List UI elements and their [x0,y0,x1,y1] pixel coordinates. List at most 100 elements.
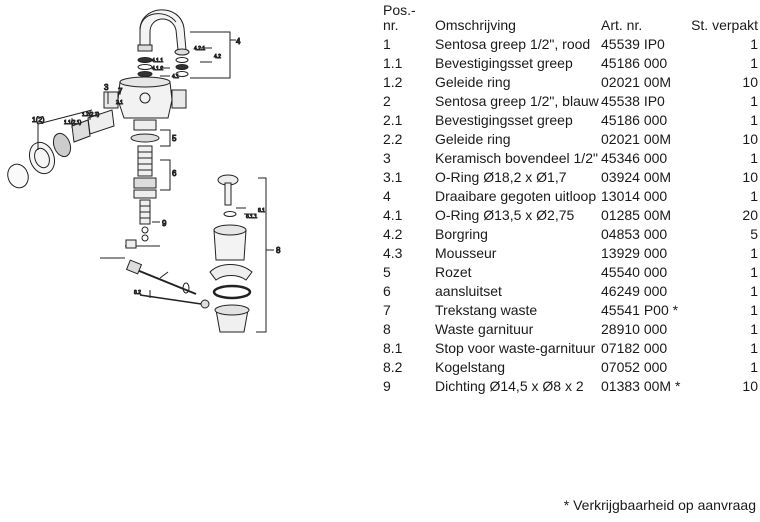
cell-quantity: 1 [750,359,758,375]
cell-article-number: 45539 IP0 [601,36,665,52]
cell-article-number: 02021 00M [601,74,672,90]
cell-pos: 3.1 [383,169,403,185]
cell-quantity: 1 [750,93,758,109]
label-7: 7 [118,87,123,96]
cell-article-number: 04853 000 [601,226,668,242]
table-header-row: Pos.- nr. Omschrijving Art. nr. St. verp… [383,0,758,35]
label-1-1-2-1: 1.1(2.1) [64,120,82,126]
table-row: 4.1 O-Ring Ø13,5 x Ø2,75 01285 00M 20 [383,206,758,225]
label-3: 3 [104,83,109,92]
cell-article-number: 13929 000 [601,245,668,261]
label-6: 6 [172,169,177,178]
cell-description: Sentosa greep 1/2", blauw [435,93,599,109]
cell-article-number: 45538 IP0 [601,93,665,109]
cell-quantity: 10 [742,169,758,185]
cell-description: Dichting Ø14,5 x Ø8 x 2 [435,378,584,394]
cell-article-number: 28910 000 [601,321,668,337]
cell-pos: 4.3 [383,245,403,261]
cell-description: Geleide ring [435,131,511,147]
ball-rod-part [139,282,210,309]
cell-pos: 5 [383,264,391,280]
cell-quantity: 1 [750,55,758,71]
header-description: Omschrijving [435,17,516,33]
cell-quantity: 1 [750,321,758,337]
label-4-1: 4.1 [172,74,179,80]
label-4-2-1: 4.2.1 [194,46,205,52]
cell-article-number: 13014 000 [601,188,668,204]
cell-quantity: 1 [750,302,758,318]
table-row: 1 Sentosa greep 1/2", rood 45539 IP0 1 [383,35,758,54]
label-5: 5 [172,134,177,143]
label-9: 9 [162,219,167,228]
cell-article-number: 45186 000 [601,112,668,128]
cell-pos: 4.2 [383,226,403,242]
cell-description: Stop voor waste-garnituur [435,340,596,356]
cell-description: Kogelstang [435,359,506,375]
table-row: 4.3 Mousseur 13929 000 1 [383,244,758,263]
cell-quantity: 10 [742,378,758,394]
cell-pos: 4.1 [383,207,403,223]
parts-list: Pos.- nr. Omschrijving Art. nr. St. verp… [383,0,758,396]
cell-article-number: 45540 000 [601,264,668,280]
label-8-1: 8.1 [258,208,265,214]
cell-quantity: 1 [750,150,758,166]
cell-pos: 8 [383,321,391,337]
cell-quantity: 1 [750,283,758,299]
cell-article-number: 45346 000 [601,150,668,166]
cell-description: Trekstang waste [435,302,538,318]
cell-pos: 2 [383,93,391,109]
cell-article-number: 03924 00M [601,169,672,185]
cell-pos: 8.1 [383,340,403,356]
cell-quantity: 1 [750,36,758,52]
cell-article-number: 02021 00M [601,131,672,147]
cell-article-number: 01285 00M [601,207,672,223]
cell-description: Mousseur [435,245,497,261]
label-1-2: 1(2) [32,117,44,124]
cell-pos: 1.1 [383,55,403,71]
parts-table: Pos.- nr. Omschrijving Art. nr. St. verp… [383,0,758,396]
cell-description: Geleide ring [435,74,511,90]
cell-pos: 2.1 [383,112,403,128]
cell-pos: 1.2 [383,74,403,90]
cell-pos: 6 [383,283,391,299]
cell-description: O-Ring Ø13,5 x Ø2,75 [435,207,575,223]
waste-set-parts [209,174,253,333]
cell-description: Bevestigingsset greep [435,112,573,128]
cell-article-number: 45186 000 [601,55,668,71]
cell-quantity: 1 [750,112,758,128]
cell-description: Rozet [435,264,472,280]
label-1-2-2-2: 1.2(2.2) [82,112,100,118]
cell-article-number: 46249 000 [601,283,668,299]
cell-quantity: 20 [742,207,758,223]
exploded-view-diagram: 4 4.2.1 4.2 4.1.1 4.1.2 4.1 3 7 2.1 1(2)… [0,0,380,517]
cell-pos: 1 [383,36,391,52]
cell-description: Borgring [435,226,488,242]
cell-article-number: 07182 000 [601,340,668,356]
cell-quantity: 1 [750,264,758,280]
table-row: 2.1 Bevestigingsset greep 45186 000 1 [383,111,758,130]
cell-quantity: 1 [750,245,758,261]
cell-description: Waste garnituur [435,321,534,337]
cell-quantity: 10 [742,131,758,147]
table-row: 1.2 Geleide ring 02021 00M 10 [383,73,758,92]
table-row: 8 Waste garnituur 28910 000 1 [383,320,758,339]
cell-description: Sentosa greep 1/2", rood [435,36,591,52]
label-4-1-1: 4.1.1 [152,58,163,64]
label-8: 8 [276,246,281,255]
mixer-body-part [103,76,187,119]
table-row: 5 Rozet 45540 000 1 [383,263,758,282]
cell-quantity: 10 [742,74,758,90]
label-4-2: 4.2 [214,54,221,60]
exploded-view-drawing: 4 4.2.1 4.2 4.1.1 4.1.2 4.1 3 7 2.1 1(2)… [7,9,282,333]
cell-pos: 3 [383,150,391,166]
cell-pos: 8.2 [383,359,403,375]
